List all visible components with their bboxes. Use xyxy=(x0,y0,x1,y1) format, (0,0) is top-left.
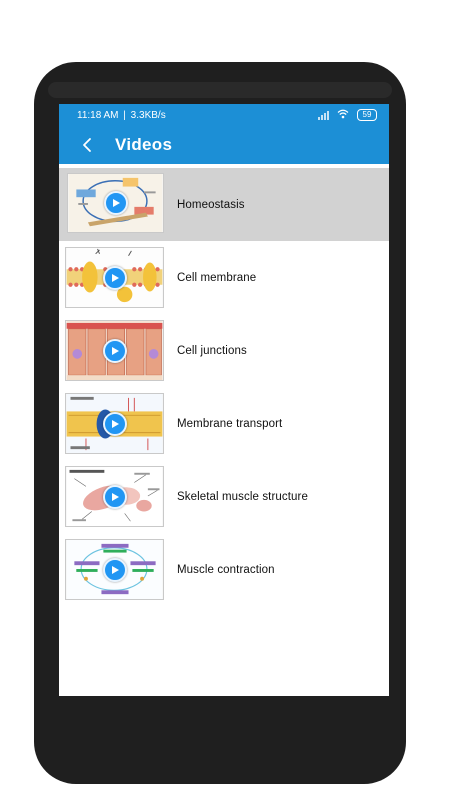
play-icon xyxy=(102,484,127,509)
video-title: Membrane transport xyxy=(177,417,283,430)
play-icon xyxy=(102,265,127,290)
video-list: Homeostasis xyxy=(59,164,389,606)
video-thumbnail xyxy=(65,247,164,308)
video-thumbnail xyxy=(65,466,164,527)
video-title: Homeostasis xyxy=(177,198,245,211)
status-network-speed: 3.3KB/s xyxy=(130,109,166,121)
video-thumbnail xyxy=(65,539,164,600)
video-item-cell-junctions[interactable]: Cell junctions xyxy=(59,314,389,387)
video-item-membrane-transport[interactable]: Membrane transport xyxy=(59,387,389,460)
video-title: Muscle contraction xyxy=(177,563,275,576)
video-item-homeostasis[interactable]: Homeostasis xyxy=(59,168,389,241)
arrow-left-icon xyxy=(83,138,91,152)
video-title: Cell junctions xyxy=(177,344,247,357)
muscle-contraction-image xyxy=(66,540,163,599)
video-item-skeletal-muscle-structure[interactable]: Skeletal muscle structure xyxy=(59,460,389,533)
battery-indicator: 59 xyxy=(357,109,377,121)
play-icon xyxy=(102,411,127,436)
video-thumbnail xyxy=(65,393,164,454)
app-bar: Videos xyxy=(59,126,389,164)
video-title: Cell membrane xyxy=(177,271,257,284)
status-time: 11:18 AM xyxy=(77,109,119,121)
video-item-muscle-contraction[interactable]: Muscle contraction xyxy=(59,533,389,606)
status-separator: | xyxy=(120,109,129,121)
video-thumbnail xyxy=(67,173,164,233)
screen: 11:18 AM | 3.3KB/s 59 Videos xyxy=(59,104,389,696)
status-right: 59 xyxy=(318,109,377,122)
page-title: Videos xyxy=(115,135,173,154)
play-icon xyxy=(102,338,127,363)
video-title: Skeletal muscle structure xyxy=(177,490,308,503)
wifi-icon xyxy=(337,109,349,122)
phone-speaker-bezel xyxy=(48,82,392,98)
status-left: 11:18 AM | 3.3KB/s xyxy=(77,110,166,121)
play-icon xyxy=(102,557,127,582)
signal-icon xyxy=(318,110,329,120)
play-icon xyxy=(103,191,128,215)
video-thumbnail xyxy=(65,320,164,381)
video-item-cell-membrane[interactable]: Cell membrane xyxy=(59,241,389,314)
status-bar: 11:18 AM | 3.3KB/s 59 xyxy=(59,104,389,126)
back-button[interactable] xyxy=(75,133,99,157)
